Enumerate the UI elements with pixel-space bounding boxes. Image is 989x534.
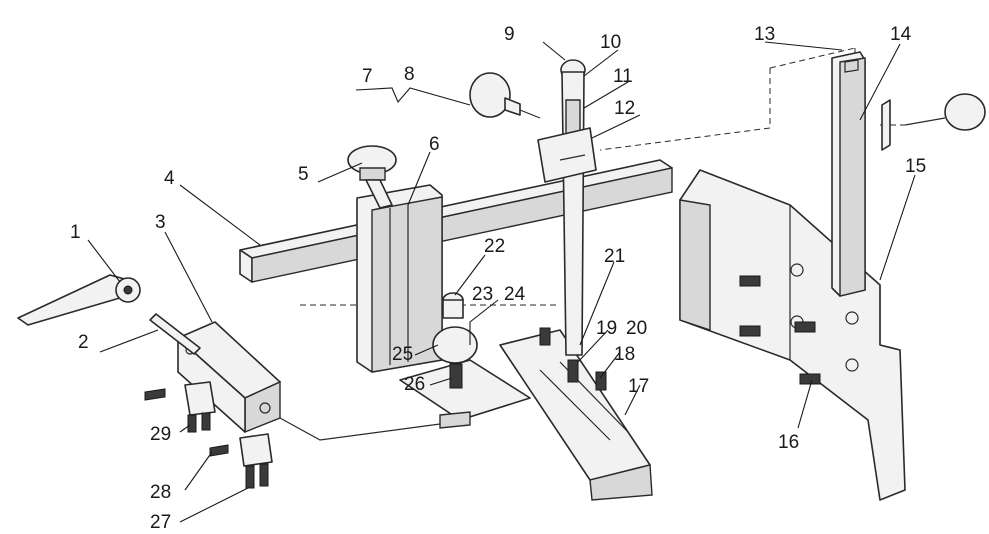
label-27: 27 bbox=[150, 512, 171, 533]
label-8: 8 bbox=[404, 64, 415, 85]
label-7: 7 bbox=[362, 66, 373, 87]
label-23: 23 bbox=[472, 284, 493, 305]
knob-5 bbox=[347, 145, 397, 209]
label-19: 19 bbox=[596, 318, 617, 339]
clip-pieces bbox=[144, 381, 273, 489]
label-14: 14 bbox=[890, 24, 912, 45]
label-26: 26 bbox=[404, 374, 425, 395]
clamp-block bbox=[356, 184, 443, 373]
label-3: 3 bbox=[155, 212, 166, 233]
label-16: 16 bbox=[778, 432, 799, 453]
label-4: 4 bbox=[164, 168, 175, 189]
part-labels: 1 2 3 4 5 6 7 8 9 10 11 12 13 14 15 16 1… bbox=[70, 24, 926, 533]
vertical-rod bbox=[537, 59, 597, 356]
knob-23-24 bbox=[432, 292, 478, 389]
label-13: 13 bbox=[754, 24, 775, 45]
label-28: 28 bbox=[150, 482, 171, 503]
vertical-post bbox=[831, 51, 866, 297]
lever-handle bbox=[17, 274, 141, 326]
base-plate bbox=[279, 359, 531, 441]
right-knob bbox=[881, 93, 986, 151]
label-21: 21 bbox=[604, 246, 625, 267]
side-bracket bbox=[177, 321, 281, 434]
label-11: 11 bbox=[613, 66, 633, 87]
pin-2 bbox=[149, 313, 201, 355]
label-25: 25 bbox=[392, 344, 413, 365]
label-10: 10 bbox=[600, 32, 621, 53]
plate-screws bbox=[739, 263, 859, 385]
knob-7-8 bbox=[469, 72, 541, 119]
label-15: 15 bbox=[905, 156, 926, 177]
label-20: 20 bbox=[626, 318, 647, 339]
label-12: 12 bbox=[614, 98, 635, 119]
label-5: 5 bbox=[298, 164, 309, 185]
label-2: 2 bbox=[78, 332, 89, 353]
leader-lines bbox=[87, 41, 916, 523]
guide-screws bbox=[539, 327, 607, 391]
label-6: 6 bbox=[429, 134, 440, 155]
label-1: 1 bbox=[70, 222, 81, 243]
label-18: 18 bbox=[614, 344, 635, 365]
label-9: 9 bbox=[504, 24, 515, 45]
label-29: 29 bbox=[150, 424, 171, 445]
label-17: 17 bbox=[628, 376, 649, 397]
label-24: 24 bbox=[504, 284, 526, 305]
label-22: 22 bbox=[484, 236, 505, 257]
large-plate-15 bbox=[679, 169, 906, 501]
